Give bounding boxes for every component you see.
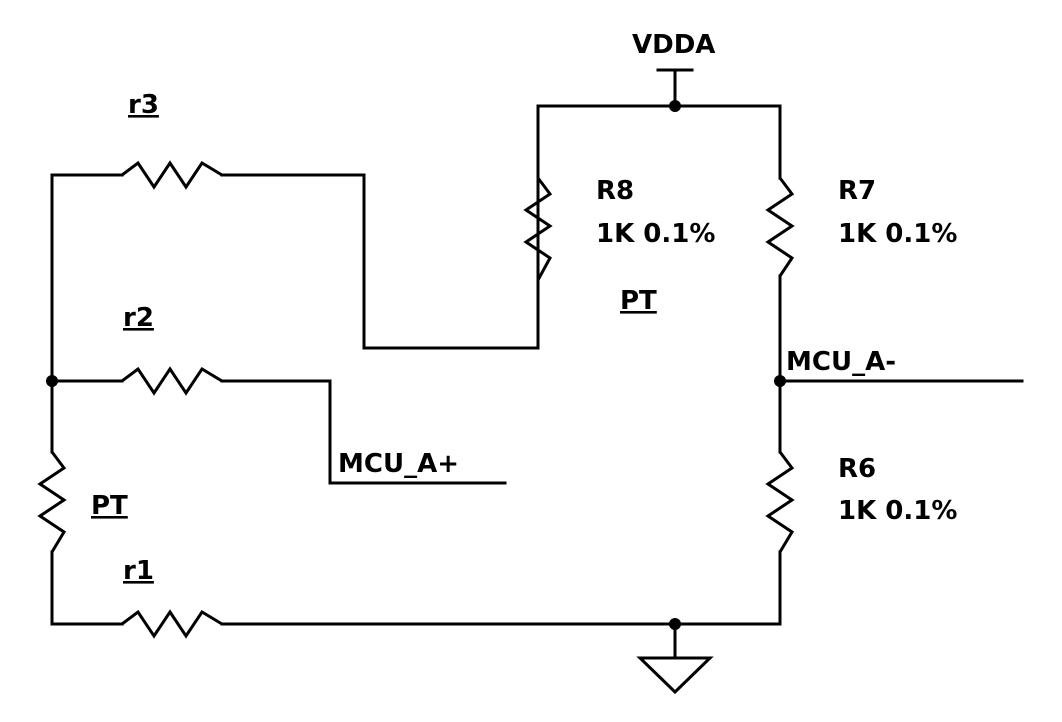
junction-vdda bbox=[669, 100, 681, 112]
wire-r8-to-r3 bbox=[220, 173, 540, 350]
vdda-label: VDDA bbox=[632, 30, 715, 60]
r6-designator: R6 bbox=[838, 454, 876, 484]
r8-designator: R8 bbox=[596, 176, 634, 206]
wire-r3-left bbox=[50, 173, 124, 454]
r2-label: r2 bbox=[123, 303, 154, 333]
resistor-r8-symbol bbox=[523, 177, 553, 281]
resistor-pt-left-symbol bbox=[37, 451, 67, 553]
resistor-r6-symbol bbox=[765, 451, 795, 553]
r7-designator: R7 bbox=[838, 176, 876, 206]
resistor-r3-symbol bbox=[121, 160, 223, 190]
pt-center-label: PT bbox=[620, 286, 657, 316]
junction-mcu-a-minus bbox=[774, 375, 786, 387]
resistor-r1-symbol bbox=[121, 609, 223, 639]
mcu-a-plus-label: MCU_A+ bbox=[338, 449, 459, 479]
wire-pt-left-bottom bbox=[50, 550, 124, 626]
wire-mcu-a-plus bbox=[220, 379, 507, 485]
mcu-a-minus-label: MCU_A- bbox=[786, 347, 896, 377]
junction-left bbox=[46, 375, 58, 387]
resistor-r7-symbol bbox=[765, 177, 795, 277]
wire-vdda-rail bbox=[536, 104, 782, 282]
wire-ground-rail bbox=[220, 550, 782, 626]
junction-ground bbox=[669, 618, 681, 630]
r3-label: r3 bbox=[128, 90, 159, 120]
r6-value: 1K 0.1% bbox=[838, 496, 957, 526]
ground-icon bbox=[636, 656, 714, 695]
r1-label: r1 bbox=[123, 556, 154, 586]
r8-value: 1K 0.1% bbox=[596, 219, 715, 249]
pt-left-label: PT bbox=[91, 491, 128, 521]
resistor-r2-symbol bbox=[121, 366, 223, 396]
r7-value: 1K 0.1% bbox=[838, 219, 957, 249]
